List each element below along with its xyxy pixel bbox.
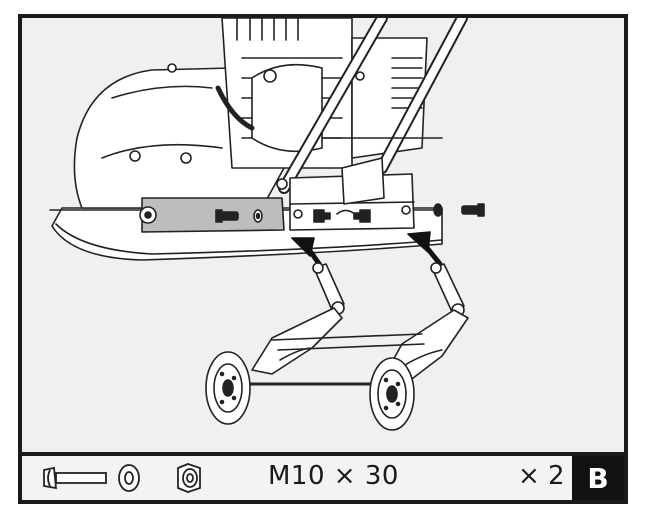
bolt-icon: [43, 466, 107, 490]
wheel-kit: [230, 262, 469, 389]
fastener-quantity: × 2: [518, 461, 565, 491]
assembly-illustration: [22, 18, 624, 456]
wheel-left: [205, 351, 251, 425]
bolt-right: [433, 203, 485, 217]
step-badge: B: [572, 456, 624, 500]
bolt-left: [215, 209, 263, 223]
wheel-right: [369, 357, 415, 431]
washer-icon: [118, 464, 140, 492]
fuel-hose: [215, 85, 255, 131]
nut-center: [313, 209, 371, 223]
instruction-frame: M10 × 30 × 2 B: [18, 14, 628, 504]
guide-handle: [278, 18, 468, 194]
fastener-size: M10 × 30: [268, 461, 399, 491]
nut-icon: [177, 463, 201, 493]
insert-arrow-right: [407, 231, 443, 267]
parts-legend: M10 × 30 × 2 B: [22, 452, 624, 500]
